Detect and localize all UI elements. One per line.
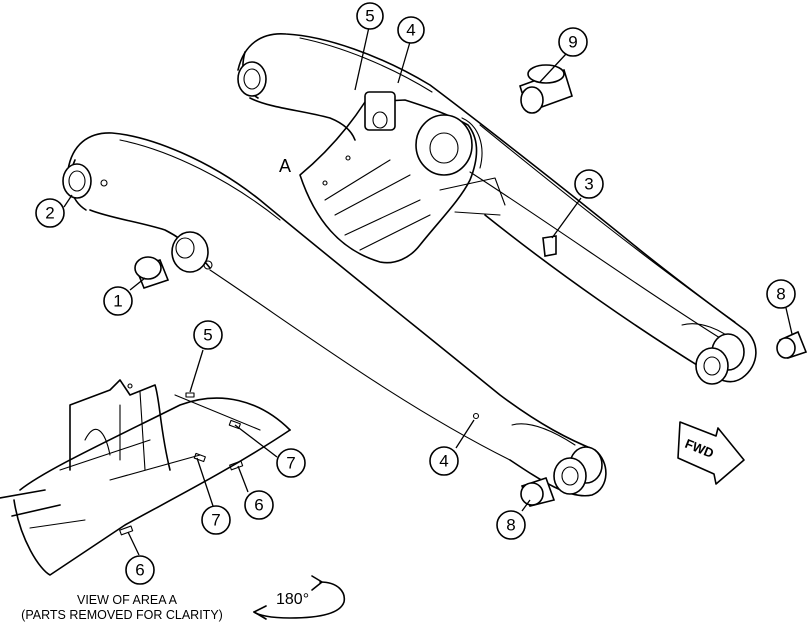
callout-6-right: 6: [244, 490, 274, 520]
callout-label: 3: [584, 175, 593, 194]
front-lift-arm: [62, 132, 607, 497]
callout-4-top: 4: [397, 16, 425, 44]
callout-label: 2: [45, 204, 54, 223]
callout-7-bottom: 7: [201, 505, 231, 535]
caption-line-1: VIEW OF AREA A: [77, 593, 178, 607]
callout-label: 8: [776, 285, 785, 304]
cross-tube-structure: [299, 91, 506, 264]
plate-3: [542, 235, 557, 257]
callout-label: 4: [406, 21, 415, 40]
callout-label: 8: [506, 516, 515, 535]
detail-view-area-a: [0, 379, 291, 576]
bushing-9: [519, 64, 573, 114]
rotate-arrow-icon: 180°: [253, 575, 346, 620]
leader-lines: [63, 26, 793, 556]
bushing-8-right: [776, 330, 808, 359]
direction-label: FWD: [683, 436, 716, 461]
callout-8-bottom: 8: [496, 510, 526, 540]
callout-6-bottom: 6: [125, 555, 155, 585]
callout-5-detail: 5: [193, 320, 223, 350]
callout-label: 9: [568, 33, 577, 52]
area-a-label: A: [279, 156, 291, 176]
callout-3: 3: [574, 169, 604, 199]
rotation-label: 180°: [276, 591, 309, 608]
callout-2: 2: [35, 198, 65, 228]
callout-label: 7: [286, 454, 295, 473]
callout-label: 1: [113, 292, 122, 311]
bushing-8-bottom: [520, 476, 556, 507]
rear-lift-arm: [237, 33, 757, 385]
bushing-1: [134, 256, 170, 289]
callout-label: 6: [254, 496, 263, 515]
callout-8-right: 8: [766, 279, 796, 309]
callout-label: 5: [203, 326, 212, 345]
callout-4-bottom: 4: [429, 446, 459, 476]
forward-arrow-icon: FWD: [677, 421, 745, 485]
callout-7-right: 7: [276, 448, 306, 478]
caption-line-2: (PARTS REMOVED FOR CLARITY): [21, 608, 223, 622]
callout-label: 6: [135, 561, 144, 580]
callout-5-top: 5: [356, 2, 384, 30]
callout-label: 7: [211, 511, 220, 530]
callout-label: 5: [365, 7, 374, 26]
callout-1: 1: [103, 286, 133, 316]
callout-9: 9: [558, 27, 588, 57]
callout-label: 4: [439, 452, 448, 471]
